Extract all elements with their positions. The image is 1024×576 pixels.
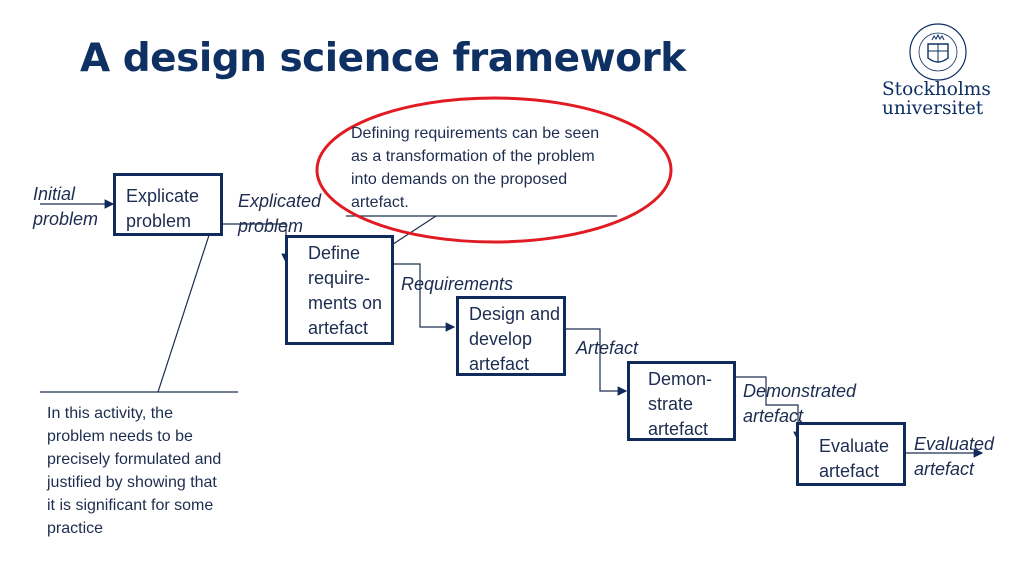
label-requirements: Requirements xyxy=(401,274,514,294)
label-initial-problem: Initial problem xyxy=(33,182,98,232)
logo-line-2: universitet xyxy=(882,98,984,119)
note-line: as a transformation of the problem xyxy=(351,148,595,165)
step-define-requirements: Define require- ments on artefact xyxy=(285,235,394,345)
step-line: strate xyxy=(648,394,694,414)
arrow-artefact xyxy=(565,328,628,396)
callout-pointer-explicate xyxy=(157,225,213,393)
arrow-demonstrated xyxy=(736,376,803,442)
logo-line-1: Stockholms xyxy=(882,79,991,100)
step-line: Demon- xyxy=(648,369,713,389)
label-demonstrated-artefact: Demonstrated artefact xyxy=(743,379,856,429)
note-line: practice xyxy=(47,520,104,537)
step-line: develop xyxy=(469,329,533,349)
step-line: Evaluate xyxy=(819,436,890,456)
note-line: justified by showing that xyxy=(47,474,217,491)
label-line: Demonstrated xyxy=(743,381,857,401)
step-line: Define xyxy=(308,243,361,263)
note-line: problem needs to be xyxy=(47,428,193,445)
label-line: Explicated xyxy=(238,191,322,211)
note-line: precisely formulated and xyxy=(47,451,222,468)
step-design-develop: Design and develop artefact xyxy=(456,296,566,376)
label-evaluated-artefact: Evaluated artefact xyxy=(914,432,994,482)
note-line: Defining requirements can be seen xyxy=(351,125,600,142)
step-line: ments on xyxy=(308,293,383,313)
step-line: Design and xyxy=(469,304,561,324)
note-explicate: In this activity, the problem needs to b… xyxy=(47,402,221,540)
label-line: problem xyxy=(238,216,304,236)
note-line: In this activity, the xyxy=(47,405,173,422)
step-line: problem xyxy=(126,211,192,231)
label-line: Initial xyxy=(33,184,76,204)
step-line: artefact xyxy=(469,354,530,374)
label-line: artefact xyxy=(743,406,804,426)
highlight-ellipse xyxy=(315,96,673,244)
page-title: A design science framework xyxy=(80,36,686,81)
label-line: artefact xyxy=(914,459,975,479)
note-line: artefact. xyxy=(351,194,409,211)
label-line: Evaluated xyxy=(914,434,995,454)
step-line: artefact xyxy=(819,461,880,481)
note-requirements: Defining requirements can be seen as a t… xyxy=(351,122,599,214)
note-line: it is significant for some xyxy=(47,497,214,514)
step-explicate-problem: Explicate problem xyxy=(113,173,223,236)
step-demonstrate: Demon- strate artefact xyxy=(627,361,736,441)
arrow-requirements xyxy=(392,263,456,332)
note-line: into demands on the proposed xyxy=(351,171,568,188)
step-line: require- xyxy=(308,268,371,288)
step-line: artefact xyxy=(308,318,369,338)
label-explicated-problem: Explicated problem xyxy=(238,189,321,239)
step-line: Explicate xyxy=(126,186,200,206)
step-line: artefact xyxy=(648,419,709,439)
label-artefact: Artefact xyxy=(576,338,639,358)
logo-wordmark: Stockholms universitet xyxy=(882,80,991,118)
university-seal-icon xyxy=(909,23,967,81)
label-line: problem xyxy=(33,209,99,229)
step-evaluate: Evaluate artefact xyxy=(796,422,906,486)
